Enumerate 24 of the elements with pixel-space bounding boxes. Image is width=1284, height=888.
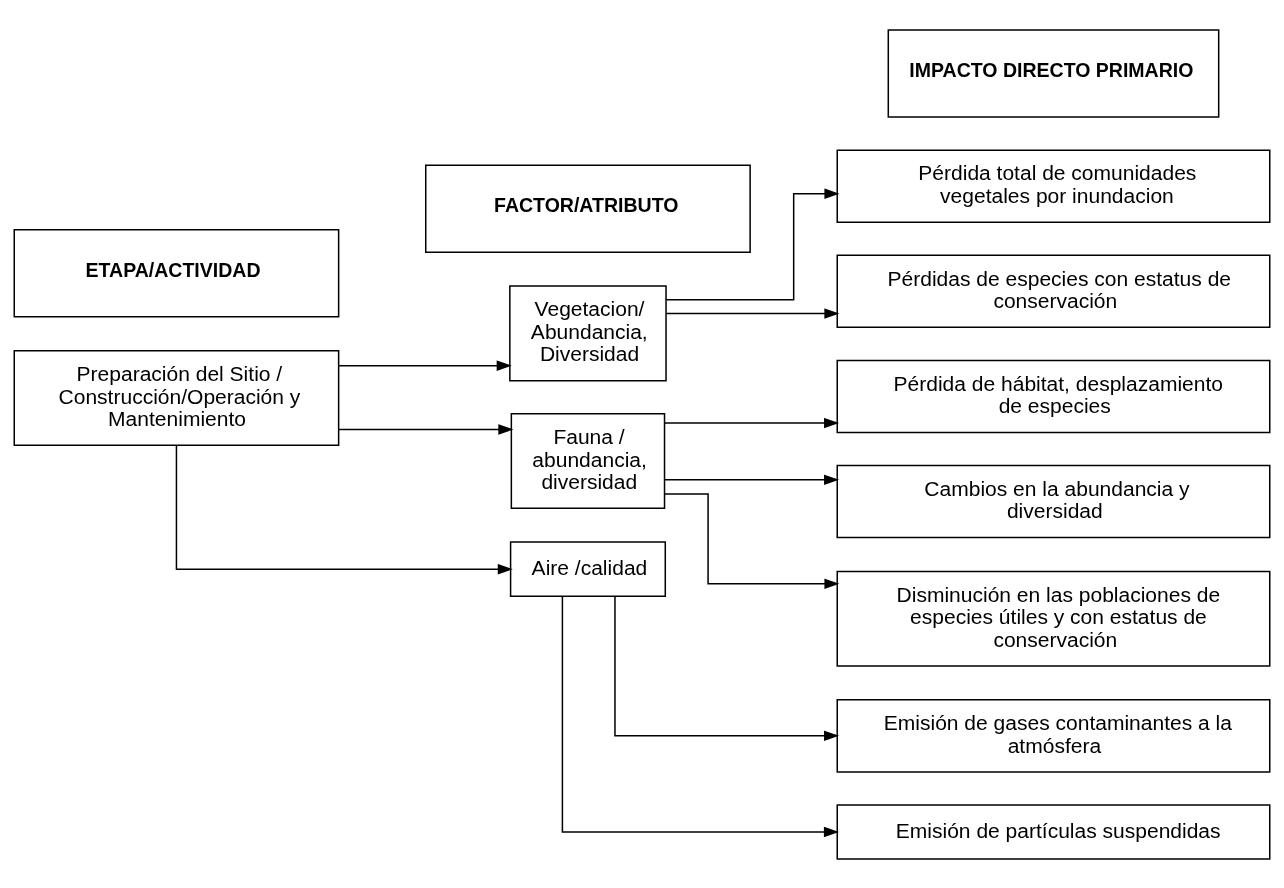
node-box: IMPACTO DIRECTO PRIMARIO: [887, 28, 1220, 118]
node-box: Emisión de partículas suspendidas: [836, 803, 1271, 860]
node-box: Emisión de gases contaminantes a la atmósfera: [836, 698, 1271, 773]
arrow: [338, 423, 514, 435]
arrow: [663, 492, 840, 589]
node-box: Pérdidas de especies con estatus de conservación: [836, 254, 1271, 328]
arrow: [561, 595, 839, 837]
node-box: Preparación del Sitio / Construcción/Operación y Mantenimiento: [13, 349, 340, 446]
node-box: Aire /calidad: [509, 540, 667, 597]
arrow: [338, 359, 512, 371]
arrow: [664, 474, 840, 485]
node-box: Pérdida de hábitat, desplazamiento de especies: [836, 359, 1271, 433]
arrow: [175, 444, 513, 574]
arrow: [614, 595, 840, 741]
node-box: Vegetacion/ Abundancia, Diversidad: [509, 284, 667, 381]
node-box: ETAPA/ACTIVIDAD: [13, 228, 340, 318]
node-box: Pérdida total de comunidades vegetales por inundacion: [836, 148, 1271, 223]
node-box: Cambios en la abundancia y diversidad: [836, 464, 1271, 538]
arrow: [665, 187, 840, 301]
node-box: Disminución en las poblaciones de especies útiles y con estatus de conservación: [836, 570, 1271, 667]
node-box: Fauna / abundancia, diversidad: [510, 412, 666, 509]
arrow: [664, 417, 840, 428]
arrow: [665, 307, 840, 319]
node-box: FACTOR/ATRIBUTO: [425, 163, 751, 253]
